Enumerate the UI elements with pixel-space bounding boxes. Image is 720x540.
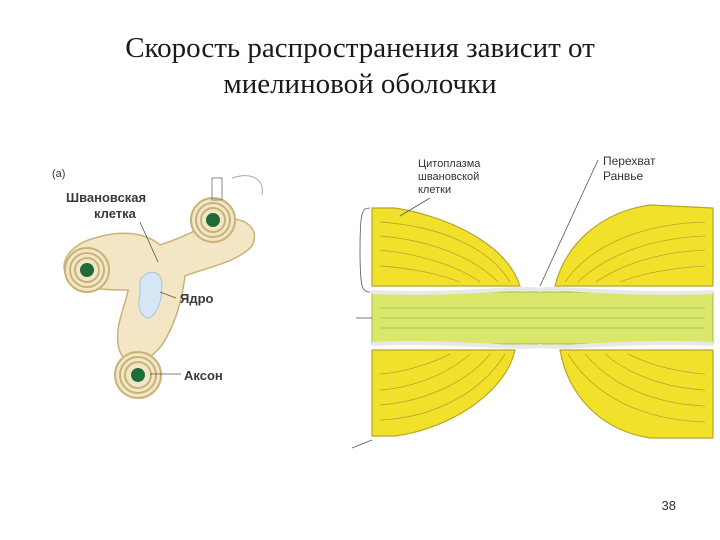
node-label-line-1: Перехват xyxy=(603,154,656,168)
schwann-label-line-1: Швановская xyxy=(66,190,147,205)
node-of-ranvier-diagram xyxy=(351,159,714,449)
node-label-line-2: Ранвье xyxy=(603,169,644,183)
axon-label: Аксон xyxy=(184,368,223,383)
axon-bottom xyxy=(131,368,145,382)
schwann-label-line-2: клетка xyxy=(94,206,136,221)
cytoplasm-label-line-2: шванoвской xyxy=(418,171,480,183)
myelin-sheath-bottom-right xyxy=(559,349,714,439)
schwann-cell-label: Швановская клетка xyxy=(66,190,146,222)
myelin-spiral-top xyxy=(190,197,236,243)
axon-left xyxy=(80,263,94,277)
cytoplasm-label: Цитоплазма шванoвской клетки xyxy=(418,158,480,197)
title-line-1: Скорость распространения зависит от xyxy=(125,32,595,64)
nucleus-shape xyxy=(138,271,163,319)
node-of-ranvier-label: Перехват Ранвье xyxy=(603,154,656,184)
myelin-sheath-top-left xyxy=(371,207,521,287)
nucleus-label: Ядро xyxy=(180,291,214,306)
slide-title: Скорость распространения зависит от миел… xyxy=(0,30,720,102)
panel-tag: (a) xyxy=(52,168,66,180)
page-number: 38 xyxy=(661,498,676,513)
axon-top xyxy=(206,213,220,227)
cytoplasm-label-line-1: Цитоплазма xyxy=(418,158,481,170)
myelin-sheath-bottom-left xyxy=(371,349,516,437)
cytoplasm-label-line-3: клетки xyxy=(418,184,452,196)
myelin-sheath-top-right xyxy=(554,204,714,287)
title-line-2: миелиновой оболочки xyxy=(223,68,497,100)
